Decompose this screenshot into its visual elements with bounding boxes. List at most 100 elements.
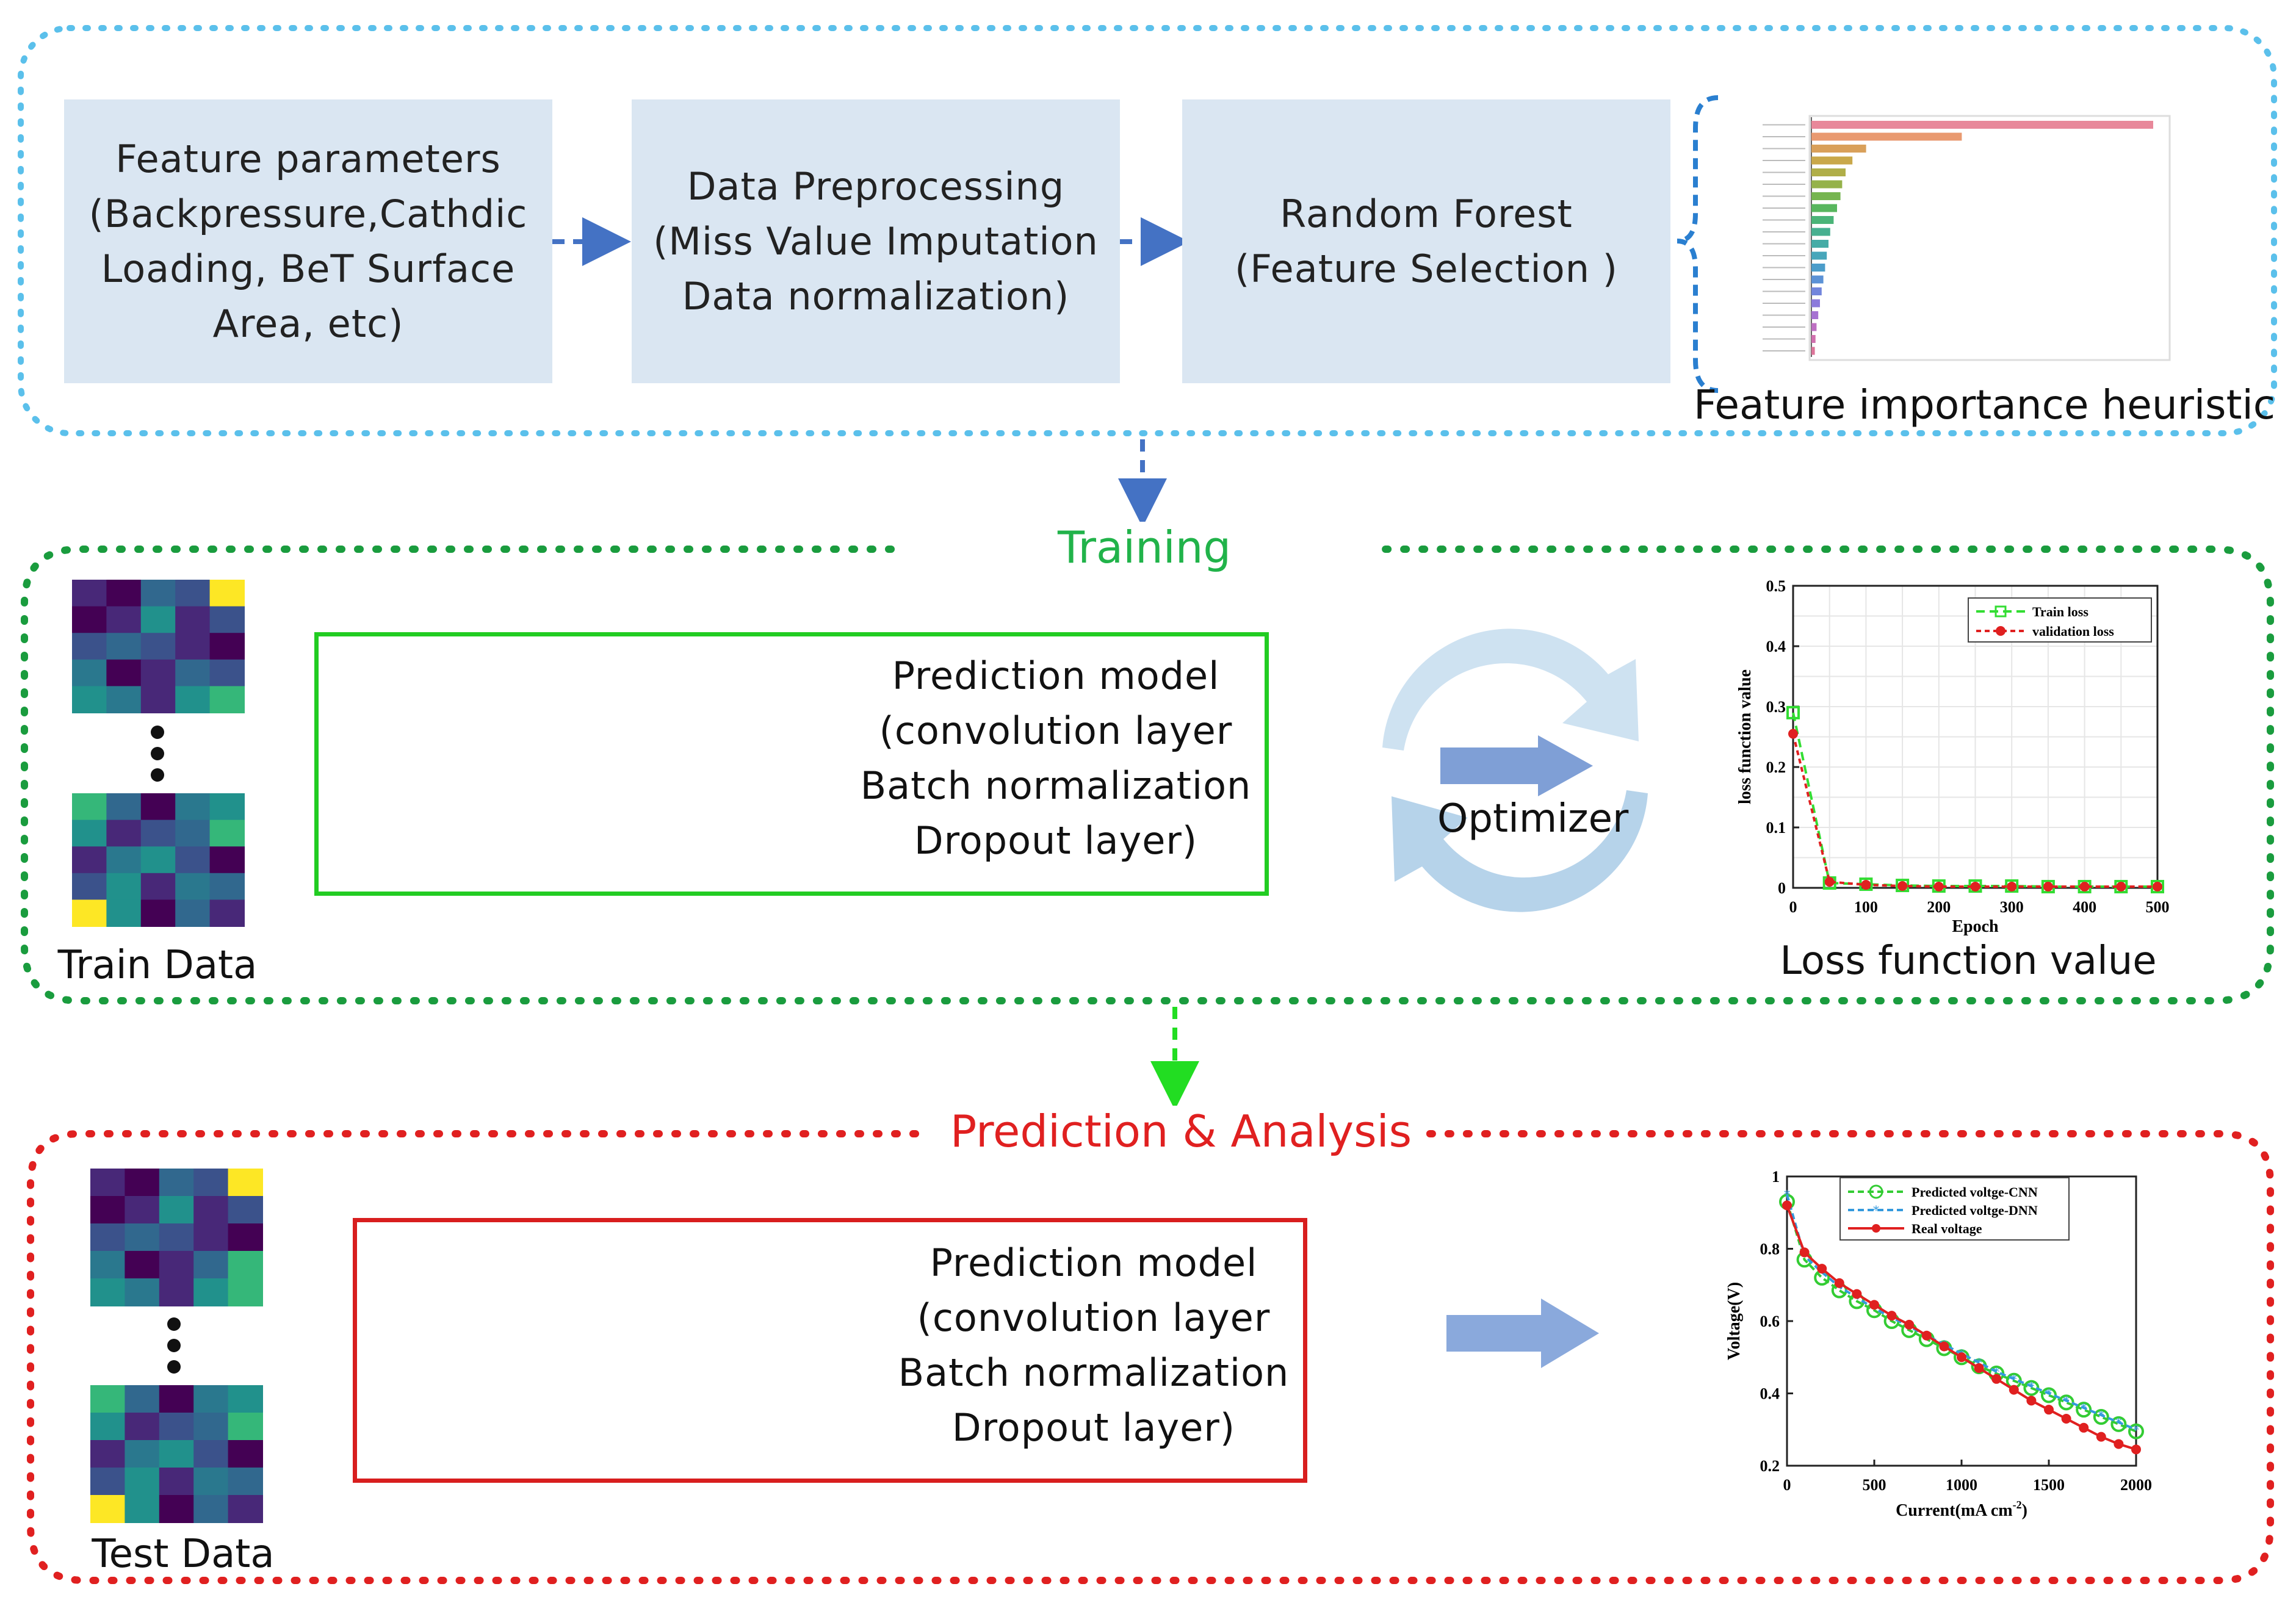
matrix-cell [209,633,245,660]
matrix-cell [125,1385,160,1413]
importance-bar [1811,287,1822,295]
matrix-cell [106,633,142,660]
series-marker [1921,1330,1932,1341]
matrix-cell [209,873,245,901]
matrix-cell [90,1251,126,1279]
legend-marker [1872,1224,1880,1233]
matrix-cell [175,820,211,848]
series-marker [2044,1405,2054,1415]
matrix-cell [209,793,245,821]
series-marker: * [2115,1415,2121,1430]
matrix-cell [193,1468,229,1496]
importance-chart-frame [1808,115,2171,361]
series-marker [2076,1402,2092,1418]
series-marker: * [2063,1393,2070,1408]
y-tick-label: 0.8 [1760,1241,1780,1258]
y-axis-label: loss function value [1736,669,1755,804]
matrix-cell [159,1196,195,1224]
matrix-cell [90,1278,126,1306]
training-model-box [314,632,1269,896]
matrix-cell [209,846,245,874]
matrix-cell [209,820,245,848]
matrix-cell [125,1223,160,1252]
matrix-cell [90,1223,126,1252]
matrix-cell [140,793,176,821]
matrix-cell [175,899,211,927]
matrix-cell [140,686,176,713]
x-tick-label: 100 [1854,898,1878,916]
matrix-cell [209,899,245,927]
series-marker [1786,705,1800,719]
feature-parameters-text: Feature parameters (Backpressure,Cathdic… [88,136,528,346]
series-marker: * [2098,1408,2104,1422]
importance-bar [1811,299,1820,308]
train-data-label: Train Data [57,943,258,988]
matrix-cell [125,1468,160,1496]
optimizer-label: Optimizer [1437,796,1629,841]
matrix-cell [72,580,107,607]
matrix-cell [193,1413,229,1441]
importance-bar [1811,145,1866,153]
prediction-model-text: Prediction model (convolution layer Batc… [898,1241,1290,1450]
prediction-arrow [1446,1299,1599,1368]
matrix-cell [228,1385,263,1413]
matrix-cell [90,1413,126,1441]
matrix-cell [193,1169,229,1197]
matrix-cell [90,1385,126,1413]
prediction-title: Prediction & Analysis [935,1106,1427,1157]
training-section-border [21,546,2274,1004]
test-data-matrix-1 [90,1169,263,1306]
matrix-cell [159,1223,195,1252]
matrix-cell [175,580,211,607]
matrix-cell [72,659,107,687]
series-marker [2116,882,2126,892]
matrix-cell [72,873,107,901]
x-tick-label: 2000 [2120,1476,2152,1494]
series-marker [2009,1385,2019,1395]
matrix-cell [175,633,211,660]
importance-bar [1811,192,1841,200]
importance-bar [1811,180,1843,189]
series-marker [1933,882,1944,892]
matrix-cell [140,633,176,660]
matrix-cell [193,1251,229,1279]
series-marker [2007,882,2017,892]
prediction-section-border [27,1130,2274,1584]
matrix-cell [72,793,107,821]
importance-bar [1811,251,1827,260]
legend-label: Real voltage [1912,1221,1982,1236]
series-marker [1799,1247,1810,1258]
series-marker: * [2028,1379,2034,1394]
matrix-cell [193,1385,229,1413]
matrix-cell [209,659,245,687]
legend-marker [1869,1184,1883,1199]
x-tick-label: 500 [1863,1476,1886,1494]
series-marker [2026,1396,2037,1406]
matrix-cell [72,899,107,927]
matrix-cell [106,686,142,713]
x-axis-label: Epoch [1952,917,1999,936]
feature-section-border [18,25,2277,436]
matrix-cell [72,606,107,634]
matrix-cell [72,820,107,848]
series-marker [1970,882,1980,892]
y-axis-label: Voltage(V) [1725,1282,1744,1360]
matrix-cell [106,846,142,874]
importance-bar [1811,168,1846,176]
matrix-cell [228,1468,263,1496]
series-marker [2153,882,2162,892]
matrix-cell [193,1196,229,1224]
matrix-cell [193,1495,229,1523]
series-marker: * [2133,1422,2139,1437]
train-ellipsis-dots [151,726,164,782]
matrix-cell [90,1169,126,1197]
feature-parameters-box: Feature parameters (Backpressure,Cathdic… [64,99,552,383]
matrix-cell [125,1251,160,1279]
matrix-cell [175,873,211,901]
x-axis-label: Current(mA cm-2) [1896,1499,2027,1520]
importance-bar [1811,264,1825,272]
series-marker [2093,1409,2109,1425]
series-marker [2110,1416,2127,1432]
matrix-cell [106,659,142,687]
series-marker [2128,1423,2144,1439]
